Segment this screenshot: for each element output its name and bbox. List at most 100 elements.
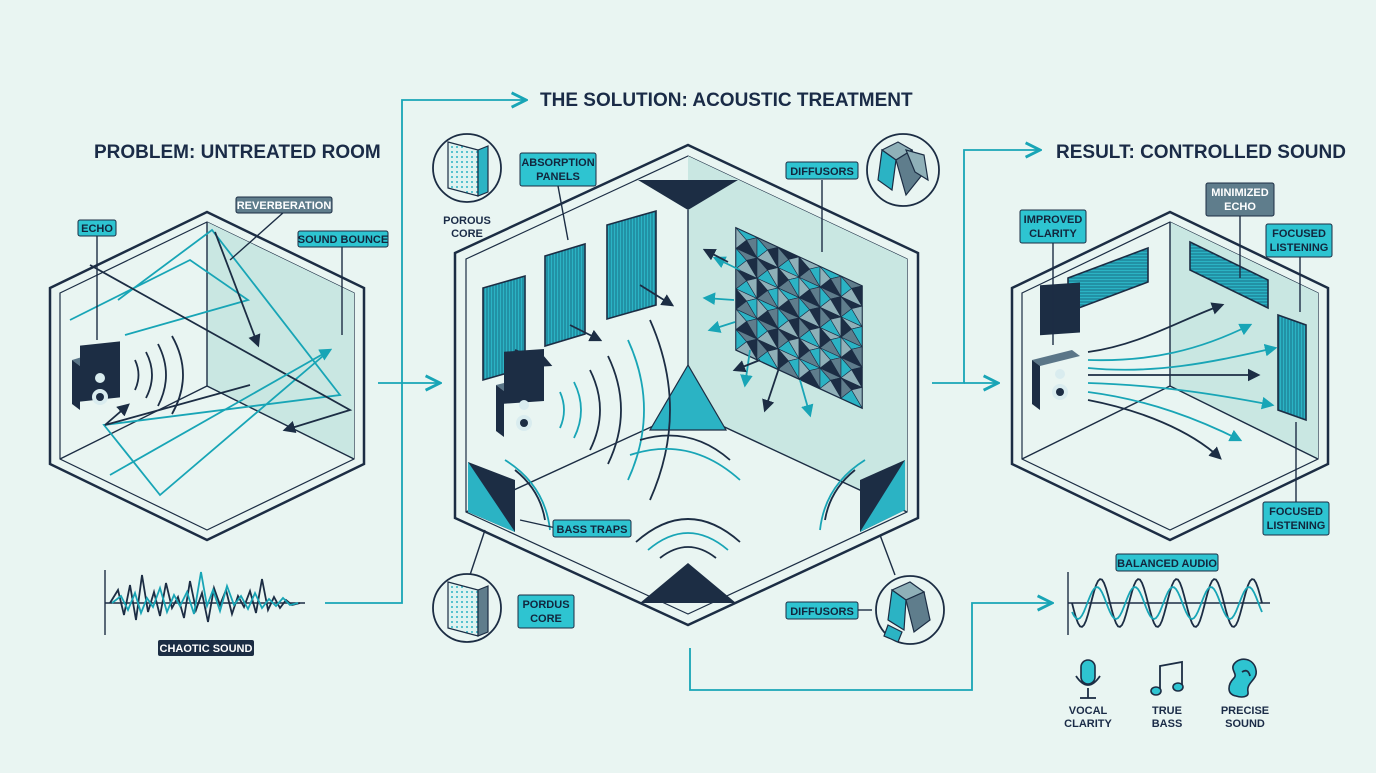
svg-text:DIFFUSORS: DIFFUSORS: [790, 166, 854, 178]
untreated-room: ECHO REVERBERATION SOUND BOUNCE: [48, 196, 389, 542]
svg-text:PORDUS: PORDUS: [522, 599, 569, 611]
svg-text:BALANCED AUDIO: BALANCED AUDIO: [1117, 558, 1217, 570]
diffusor-facet: [735, 247, 747, 270]
svg-text:DIFFUSORS: DIFFUSORS: [790, 606, 854, 618]
treated-room: [453, 143, 920, 627]
diffusor-facet: [777, 307, 789, 330]
chaotic-waveform: CHAOTIC SOUND: [104, 570, 305, 656]
music-note-icon: [1150, 660, 1184, 696]
diffusor-facet: [819, 367, 831, 390]
svg-text:LISTENING: LISTENING: [1267, 520, 1326, 532]
svg-text:BASS TRAPS: BASS TRAPS: [557, 524, 628, 536]
diffusor-top-callout: [866, 133, 940, 207]
svg-text:LISTENING: LISTENING: [1270, 242, 1329, 254]
svg-text:CLARITY: CLARITY: [1029, 228, 1077, 240]
svg-text:MINIMIZED: MINIMIZED: [1211, 187, 1268, 199]
balanced-waveform: BALANCED AUDIO: [1067, 553, 1270, 635]
bass-traps-label: BASS TRAPS: [552, 519, 632, 538]
svg-text:CHAOTIC SOUND: CHAOTIC SOUND: [160, 643, 253, 655]
problem-heading: PROBLEM: UNTREATED ROOM: [94, 142, 381, 163]
diffusor-facet: [735, 328, 747, 351]
svg-text:TRUE: TRUE: [1152, 705, 1182, 717]
diffusors-top-label: DIFFUSORS: [785, 161, 859, 180]
minimized-echo-label: MINIMIZED ECHO: [1205, 182, 1275, 217]
diffusor-facet: [819, 286, 831, 308]
diffusor-facet: [735, 288, 747, 310]
svg-text:SOUND BOUNCE: SOUND BOUNCE: [298, 234, 388, 246]
diffusor-facet: [777, 348, 789, 370]
diffusor-facet: [756, 277, 768, 300]
svg-text:ECHO: ECHO: [81, 223, 113, 235]
result-heading: RESULT: CONTROLLED SOUND: [1056, 142, 1346, 163]
top-bass-trap: [638, 180, 738, 210]
svg-text:ECHO: ECHO: [1224, 201, 1256, 213]
diffusor-facet: [840, 376, 852, 399]
speaker-icon: [72, 341, 120, 410]
svg-text:PANELS: PANELS: [536, 171, 580, 183]
svg-text:CORE: CORE: [451, 228, 483, 240]
diffusor-facet: [840, 336, 852, 359]
diffusor-facet: [798, 317, 810, 339]
diffusor-facet: [798, 357, 810, 380]
solution-heading: THE SOLUTION: ACOUSTIC TREATMENT: [540, 90, 913, 111]
diffusor-facet: [819, 347, 831, 369]
svg-text:ABSORPTION: ABSORPTION: [521, 157, 594, 169]
diffusor-facet: [798, 276, 810, 299]
benefit-true-bass: TRUE BASS: [1150, 660, 1184, 730]
diffusor-facet: [735, 227, 747, 249]
benefit-vocal-clarity: VOCAL CLARITY: [1064, 659, 1112, 730]
controlled-room: [1010, 210, 1330, 542]
bottom-bass-trap: [640, 563, 736, 603]
svg-text:VOCAL: VOCAL: [1069, 705, 1108, 717]
balanced-audio-label: BALANCED AUDIO: [1115, 553, 1219, 572]
diffusor-facet: [777, 287, 789, 309]
porous-core-bottom-callout: [432, 573, 502, 643]
wall-panel: [1277, 313, 1307, 422]
diffusor-facet: [840, 275, 852, 298]
echo-label: ECHO: [77, 219, 117, 237]
svg-text:BASS: BASS: [1152, 718, 1183, 730]
benefit-precise-sound: PRECISE SOUND: [1221, 658, 1269, 730]
diffusor-bottom-callout: [875, 575, 945, 645]
diffusor-facet: [735, 267, 747, 290]
svg-text:REVERBERATION: REVERBERATION: [237, 200, 332, 212]
flow-connectors: [325, 100, 1052, 691]
diffusor-facet: [777, 246, 789, 269]
sound-bounce-label: SOUND BOUNCE: [297, 230, 389, 248]
diffusor-facet: [819, 306, 831, 329]
diffusor-facet: [756, 236, 768, 259]
diffusor-facet: [840, 316, 852, 338]
reverberation-label: REVERBERATION: [235, 196, 333, 214]
speaker-icon-controlled: [1032, 282, 1080, 410]
svg-text:CORE: CORE: [530, 613, 562, 625]
diffusor-facet: [840, 356, 852, 379]
diffusor-facet: [819, 265, 831, 288]
porous-core-top-callout: POROUS CORE: [432, 133, 502, 240]
diffusor-facet: [756, 318, 768, 340]
diffusor-facet: [777, 266, 789, 289]
absorption-panels-label: ABSORPTION PANELS: [519, 152, 597, 187]
diffusor-facet: [777, 327, 789, 350]
chaotic-sound-label: CHAOTIC SOUND: [158, 640, 254, 656]
diffusor-facet: [735, 308, 747, 331]
improved-clarity-label: IMPROVED CLARITY: [1019, 209, 1087, 244]
svg-text:FOCUSED: FOCUSED: [1269, 506, 1323, 518]
diffusor-facet: [756, 338, 768, 361]
diffusor-wall: [735, 226, 863, 410]
svg-text:FOCUSED: FOCUSED: [1272, 228, 1326, 240]
diffusor-facet: [756, 297, 768, 320]
svg-text:CLARITY: CLARITY: [1064, 718, 1112, 730]
diffusor-facet: [819, 326, 831, 349]
porous-core-bottom-label: PORDUS CORE: [517, 594, 575, 629]
svg-text:PRECISE: PRECISE: [1221, 705, 1269, 717]
diffusor-facet: [840, 295, 852, 318]
svg-text:POROUS: POROUS: [443, 215, 491, 227]
speaker-icon-treated: [496, 348, 544, 437]
diffusor-facet: [798, 256, 810, 278]
diffusor-facet: [798, 337, 810, 360]
focused-listening-bottom-label: FOCUSED LISTENING: [1262, 501, 1330, 536]
diffusors-bottom-label: DIFFUSORS: [785, 601, 859, 620]
diffusor-facet: [798, 296, 810, 319]
